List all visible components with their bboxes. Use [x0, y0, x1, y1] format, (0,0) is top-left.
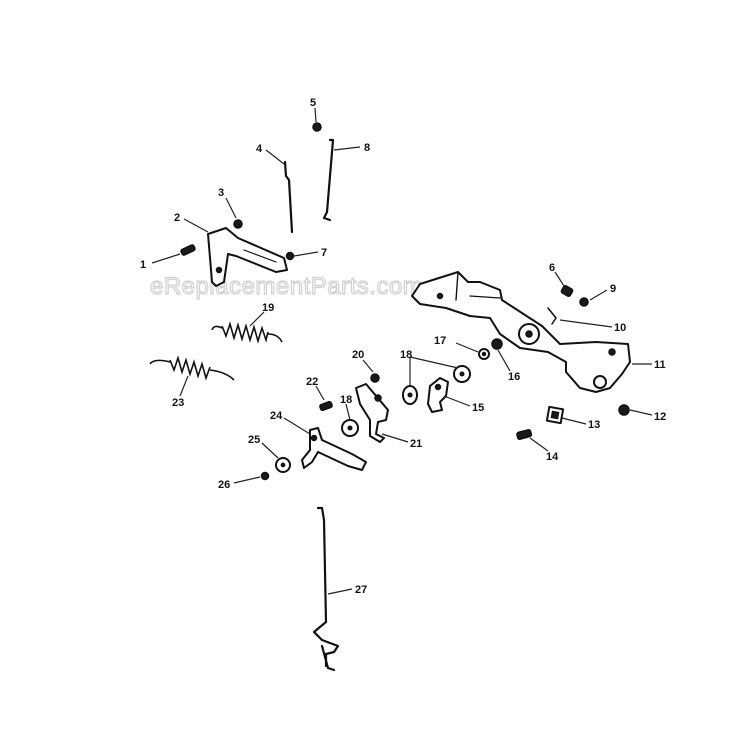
- part-16-nut: [491, 338, 503, 350]
- part-14-screw: [516, 428, 533, 440]
- callout-20: 20: [352, 349, 364, 361]
- callout-1: 1: [140, 259, 146, 271]
- callout-18-upper: 18: [400, 349, 412, 361]
- callout-12: 12: [654, 411, 666, 423]
- callout-24: 24: [270, 410, 283, 422]
- callout-16: 16: [508, 371, 520, 383]
- part-2-lever: [207, 227, 288, 287]
- part-24-lever: [301, 427, 367, 471]
- part-9-nut: [579, 297, 589, 307]
- callout-10: 10: [614, 322, 626, 334]
- part-13-clip: [545, 405, 565, 425]
- part-3-nut: [233, 219, 243, 229]
- part-19-spring: [211, 321, 283, 344]
- part-26-nut: [260, 471, 270, 481]
- leader-lines: [151, 107, 653, 595]
- callout-26: 26: [218, 479, 230, 491]
- watermark: eReplacementParts.com: [150, 273, 423, 300]
- callout-5: 5: [310, 97, 316, 109]
- part-10-clip: [547, 307, 557, 325]
- part-1-screw: [180, 244, 196, 256]
- part-7-screw: [285, 251, 295, 261]
- part-8-rod: [322, 138, 335, 222]
- part-22-screw: [319, 400, 333, 412]
- part-17-washer: [478, 348, 490, 360]
- callout-labels: 1 2 3 4 5 6 7 8 9 10 11 12 13 14 15 16 1…: [140, 97, 666, 596]
- callout-2: 2: [174, 212, 180, 224]
- part-23-spring: [149, 355, 235, 381]
- part-15-plate: [427, 377, 449, 413]
- callout-27: 27: [355, 584, 367, 596]
- callout-17: 17: [434, 335, 446, 347]
- callout-7: 7: [321, 247, 327, 259]
- callout-4: 4: [256, 143, 263, 155]
- callout-21: 21: [410, 438, 422, 450]
- part-18-washer-left: [402, 385, 418, 405]
- callout-22: 22: [306, 376, 318, 388]
- part-6-screw: [560, 285, 574, 297]
- callout-3: 3: [218, 187, 224, 199]
- part-21-arm: [355, 383, 389, 443]
- callout-18-lower: 18: [340, 394, 352, 406]
- callout-19: 19: [262, 302, 274, 314]
- part-18-washer-lower: [341, 419, 359, 437]
- part-18-washer-right: [453, 365, 471, 383]
- callout-8: 8: [364, 142, 370, 154]
- part-12-nut: [618, 404, 630, 416]
- callout-23: 23: [172, 397, 184, 409]
- callout-13: 13: [588, 419, 600, 431]
- callout-6: 6: [549, 262, 555, 274]
- callout-25: 25: [248, 434, 260, 446]
- part-5-nut: [312, 122, 322, 132]
- part-27-rod: [312, 506, 340, 672]
- callout-9: 9: [610, 283, 616, 295]
- callout-14: 14: [546, 451, 559, 463]
- callout-11: 11: [654, 359, 666, 371]
- part-20-nut: [370, 373, 380, 383]
- part-25-washer: [275, 457, 291, 473]
- part-4-rod: [283, 160, 294, 234]
- part-11-bracket: [411, 271, 631, 393]
- callout-15: 15: [472, 402, 484, 414]
